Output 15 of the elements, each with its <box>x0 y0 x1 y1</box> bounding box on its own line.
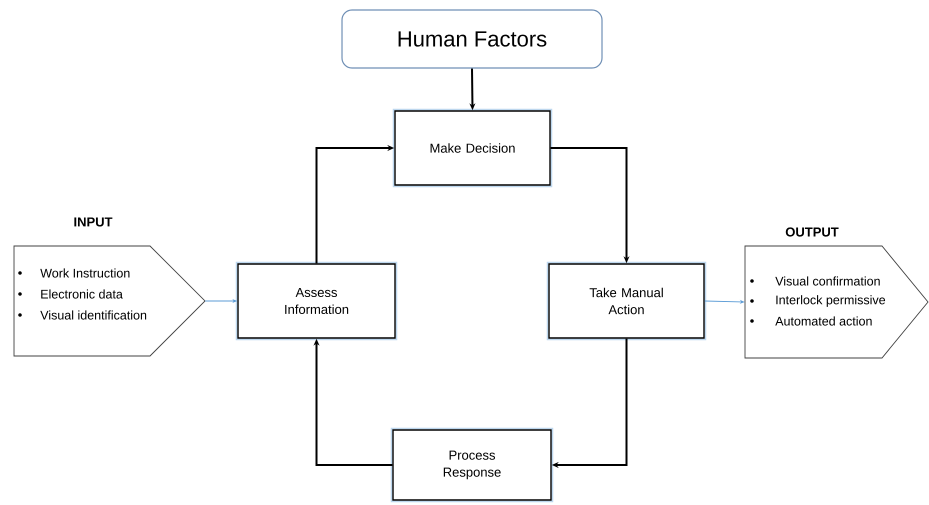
title-box: Human Factors <box>341 9 603 69</box>
pentagon-box <box>14 217 206 356</box>
process-box: Make Decision <box>392 108 552 188</box>
heading: OUTPUT <box>786 227 839 237</box>
list-item: Work Instruction <box>40 268 130 278</box>
heading: INPUT <box>74 217 112 227</box>
process-box: Assess Information <box>236 262 398 340</box>
list-item: Electronic data <box>41 289 123 299</box>
list-item: Visual confirmation <box>775 276 880 286</box>
process-box: Take Manual Action <box>546 262 706 340</box>
process-box: Process Response <box>390 428 554 502</box>
pentagon-box <box>744 227 929 358</box>
list-item: Automated action <box>775 316 872 326</box>
list-item: Interlock permissive <box>776 295 886 307</box>
list-item: Visual identification <box>40 310 146 320</box>
